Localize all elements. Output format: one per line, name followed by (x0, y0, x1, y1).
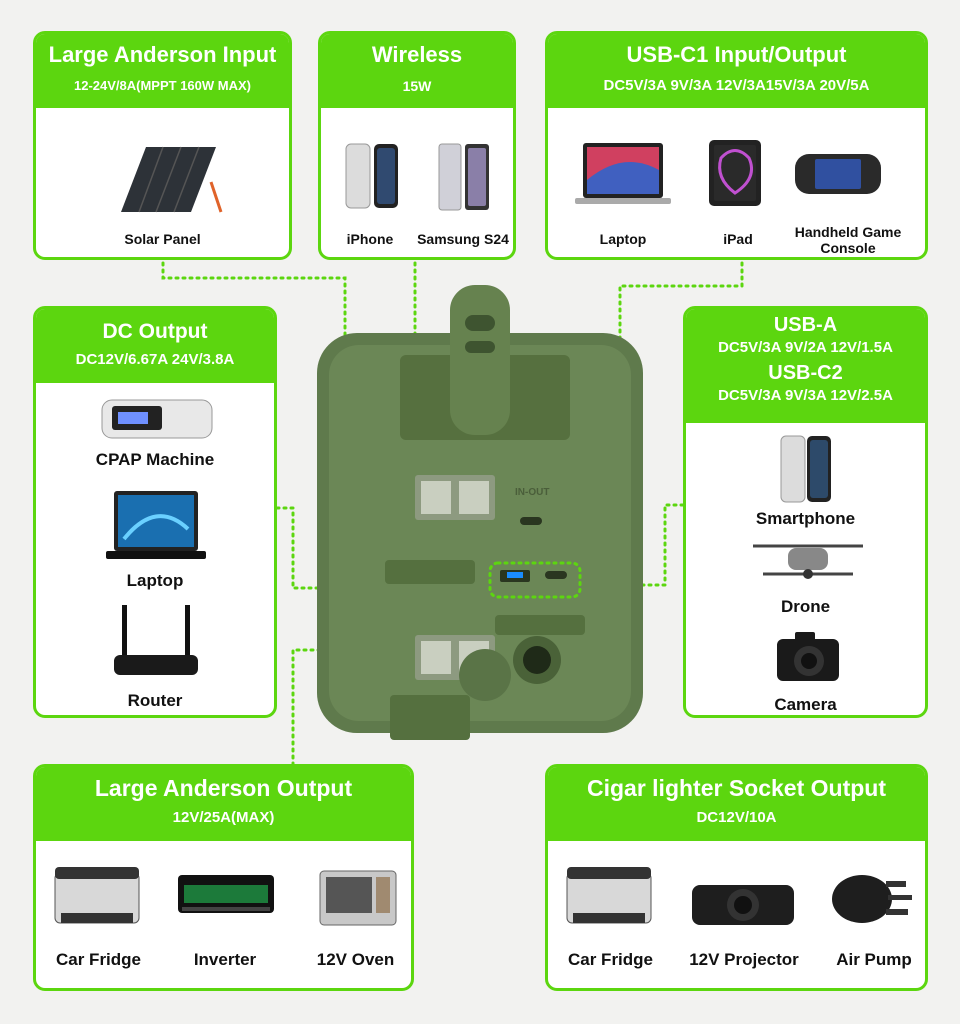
solar-panel-icon (121, 146, 223, 213)
panel-spec: 12-24V/8A(MPPT 160W MAX) (74, 78, 251, 93)
panel-title: USB-C1 Input/Output (626, 42, 847, 67)
panel-usb-c1: USB-C1 Input/Output DC5V/3A 9V/3A 12V/3A… (545, 31, 928, 260)
panel-usb-a-c2: USB-A DC5V/3A 9V/2A 12V/1.5A USB-C2 DC5V… (683, 306, 928, 718)
panel-title: DC Output (102, 320, 208, 343)
device-label: Air Pump (836, 950, 912, 969)
panel-title: USB-A (773, 314, 838, 336)
panel-dc-output: DC Output DC12V/6.67A 24V/3.8A CPAP Mach… (33, 306, 277, 718)
device-label: Inverter (193, 950, 257, 969)
device-label: iPad (723, 231, 753, 247)
device-label: 12V Projector (689, 950, 799, 969)
panel-anderson-input: Large Anderson Input 12-24V/8A(MPPT 160W… (33, 31, 292, 260)
projector-icon (692, 885, 794, 925)
car-fridge-icon (54, 867, 140, 924)
cpap-machine-icon (101, 399, 213, 439)
drone-icon (753, 544, 863, 579)
device-label: Car Fridge (55, 950, 142, 969)
router-icon (114, 605, 198, 675)
car-fridge-icon (566, 867, 652, 924)
12v-oven-icon (319, 870, 397, 926)
device-label: Laptop (599, 231, 647, 247)
device-label: CPAP Machine (95, 450, 215, 469)
panel-spec: DC5V/3A 9V/3A 12V/2.5A (718, 387, 893, 404)
panel-title: Cigar lighter Socket Output (586, 775, 887, 801)
laptop-icon (106, 491, 206, 559)
panel-cigar-output: Cigar lighter Socket Output DC12V/10A Ca… (545, 764, 928, 991)
panel-spec: DC12V/10A (696, 809, 777, 826)
device-label: Drone (780, 597, 831, 616)
in-out-label: IN-OUT (515, 487, 549, 498)
device-label: 12V Oven (316, 950, 395, 969)
inverter-icon (178, 875, 274, 913)
panel-anderson-output: Large Anderson Output 12V/25A(MAX) Car F… (33, 764, 414, 991)
device-label: Router (127, 691, 183, 710)
panel-spec: DC5V/3A 9V/2A 12V/1.5A (718, 339, 893, 356)
device-label: Laptop (126, 571, 184, 590)
device-label: Camera (774, 695, 837, 714)
panel-spec: DC5V/3A 9V/3A 12V/3A15V/3A 20V/5A (603, 77, 870, 94)
smartphone-icon (780, 435, 831, 503)
handheld-console-icon (795, 154, 881, 194)
device-label: Car Fridge (567, 950, 654, 969)
device-label: Solar Panel (124, 231, 201, 247)
panel-spec: 15W (402, 78, 432, 94)
ipad-icon (709, 140, 761, 206)
device-label: Smartphone (755, 509, 856, 528)
panel-spec: 12V/25A(MAX) (172, 809, 275, 826)
power-station-device: IN-OUT (317, 285, 643, 740)
air-pump-icon (832, 875, 912, 923)
samsung-s24-icon (438, 143, 489, 211)
camera-icon (777, 632, 839, 681)
panel-title: Large Anderson Input (48, 42, 277, 67)
panel-title: Large Anderson Output (94, 775, 353, 801)
device-label: iPhone (346, 231, 394, 247)
device-label: Handheld Game Console (794, 224, 902, 256)
iphone-icon (345, 143, 398, 209)
panel-spec: DC12V/6.67A 24V/3.8A (75, 351, 235, 368)
panel-wireless: Wireless 15W iPhone Samsung S24 (318, 31, 516, 260)
laptop-icon (575, 143, 671, 204)
panel-title: USB-C2 (768, 362, 843, 384)
panel-title: Wireless (371, 42, 463, 67)
device-label: Samsung S24 (417, 231, 509, 247)
